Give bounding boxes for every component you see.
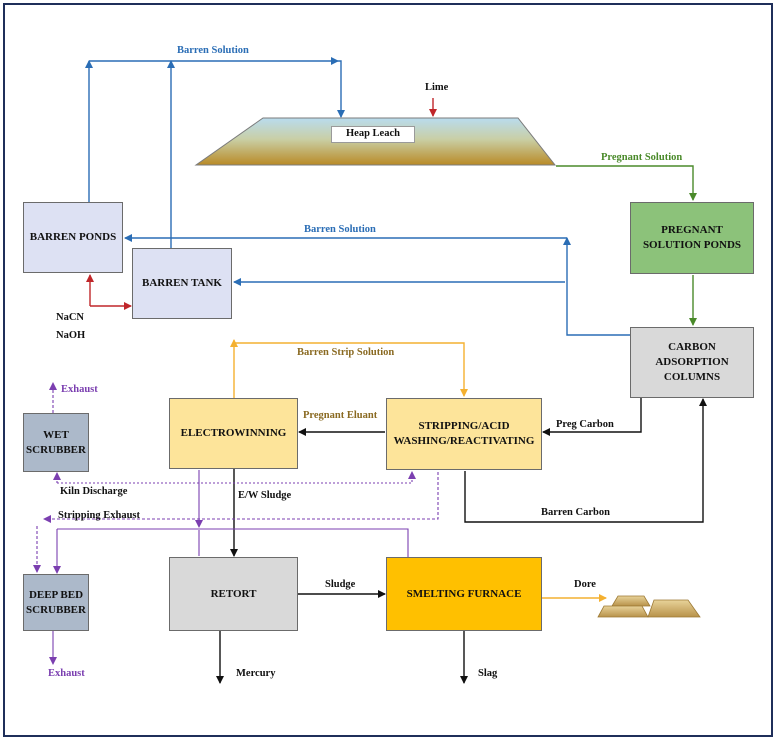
barren-carbon-label: Barren Carbon xyxy=(541,507,610,518)
nacn-label: NaCN xyxy=(56,312,84,323)
ew-sludge-label: E/W Sludge xyxy=(238,490,292,501)
lime-label: Lime xyxy=(425,82,449,93)
sludge-label: Sludge xyxy=(325,579,356,590)
electrowinning-box: ELECTROWINNING xyxy=(169,398,298,469)
barren-tank-box: BARREN TANK xyxy=(132,248,232,319)
naoh-label: NaOH xyxy=(56,330,86,341)
barren-strip-solution-label: Barren Strip Solution xyxy=(297,347,395,358)
diagram-frame xyxy=(3,3,773,737)
deep-bed-scrubber-box: DEEP BED SCRUBBER xyxy=(23,574,89,631)
exhaust-bottom-label: Exhaust xyxy=(48,668,85,679)
wet-scrubber-box: WET SCRUBBER xyxy=(23,413,89,472)
pregnant-eluant-label: Pregnant Eluant xyxy=(303,410,378,421)
barren-solution-mid-label: Barren Solution xyxy=(304,224,376,235)
stripping-exhaust-label: Stripping Exhaust xyxy=(58,510,140,521)
pregnant-solution-ponds-box: PREGNANT SOLUTION PONDS xyxy=(630,202,754,274)
retort-box: RETORT xyxy=(169,557,298,631)
preg-carbon-label: Preg Carbon xyxy=(556,419,614,430)
heap-leach-label: Heap Leach xyxy=(331,126,415,143)
barren-ponds-box: BARREN PONDS xyxy=(23,202,123,273)
exhaust-top-label: Exhaust xyxy=(61,384,98,395)
dore-bars-icon xyxy=(597,595,701,618)
stripping-box: STRIPPING/ACID WASHING/REACTIVATING xyxy=(386,398,542,470)
pregnant-solution-label: Pregnant Solution xyxy=(601,152,683,163)
mercury-label: Mercury xyxy=(236,668,276,679)
slag-label: Slag xyxy=(478,668,498,679)
kiln-discharge-label: Kiln Discharge xyxy=(60,486,128,497)
dore-label: Dore xyxy=(574,579,596,590)
barren-solution-top-label: Barren Solution xyxy=(177,45,249,56)
carbon-adsorption-columns-box: CARBON ADSORPTION COLUMNS xyxy=(630,327,754,398)
smelting-furnace-box: SMELTING FURNACE xyxy=(386,557,542,631)
